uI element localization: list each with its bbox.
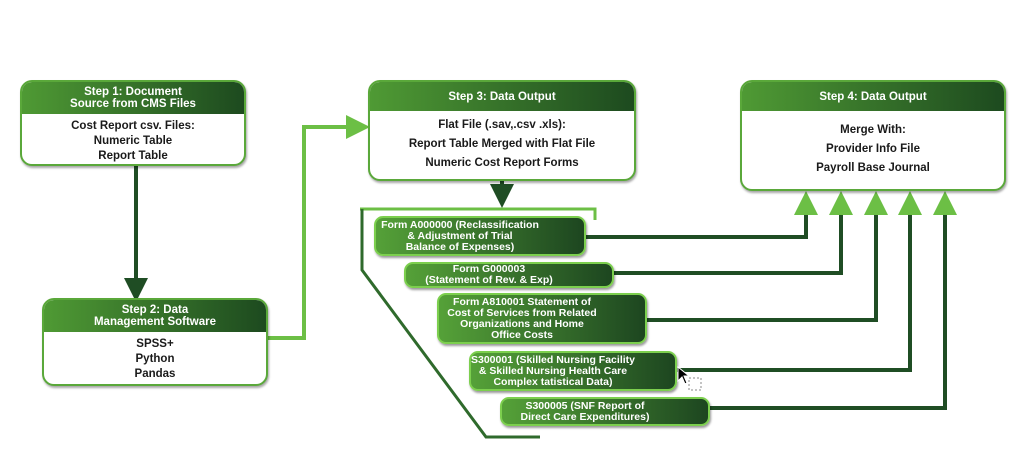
connector-form-4 <box>677 191 922 372</box>
step-1-line: Report Table <box>98 150 168 162</box>
form-s300005: S300005 (SNF Report of Direct Care Expen… <box>500 397 710 426</box>
form-g000003: Form G000003 (Statement of Rev. & Exp) <box>404 262 614 288</box>
step-1-box: Step 1: Document Source from CMS Files C… <box>20 80 246 166</box>
step-1-line: Cost Report csv. Files: <box>71 120 195 132</box>
form-a000000: Form A000000 (Reclassification & Adjustm… <box>374 216 586 256</box>
step-4-line: Provider Info File <box>826 143 920 155</box>
step-1-title: Step 1: Document Source from CMS Files <box>22 82 244 114</box>
step-2-box: Step 2: Data Management Software SPSS+ Py… <box>42 298 268 386</box>
connector-form-5 <box>710 191 957 410</box>
step-2-line: SPSS+ <box>136 338 174 350</box>
connector-form-3 <box>647 191 888 322</box>
form-a810001: Form A810001 Statement of Cost of Servic… <box>437 293 647 344</box>
arrow-step2-to-step3 <box>268 115 370 340</box>
forms-bracket-left <box>360 209 540 439</box>
step-3-line: Numeric Cost Report Forms <box>425 157 579 169</box>
step-4-line: Payroll Base Journal <box>816 162 930 174</box>
step-3-title: Step 3: Data Output <box>370 82 634 111</box>
forms-bracket <box>360 207 597 220</box>
step-3-box: Step 3: Data Output Flat File (.sav,.csv… <box>368 80 636 181</box>
mouse-cursor-icon <box>677 366 702 391</box>
step-3-line: Flat File (.sav,.csv .xls): <box>438 119 566 131</box>
step-2-title: Step 2: Data Management Software <box>44 300 266 332</box>
step-3-line: Report Table Merged with Flat File <box>408 138 596 150</box>
connector-form-1 <box>586 191 818 239</box>
step-4-line: Merge With: <box>840 124 906 136</box>
step-4-title: Step 4: Data Output <box>742 82 1004 111</box>
connector-form-2 <box>614 191 853 275</box>
step-1-line: Numeric Table <box>93 135 173 147</box>
step-2-line: Python <box>135 353 175 365</box>
step-4-box: Step 4: Data Output Merge With: Provider … <box>740 80 1006 191</box>
step-2-line: Pandas <box>134 368 176 380</box>
form-s300001: S300001 (Skilled Nursing Facility & Skil… <box>469 351 677 391</box>
